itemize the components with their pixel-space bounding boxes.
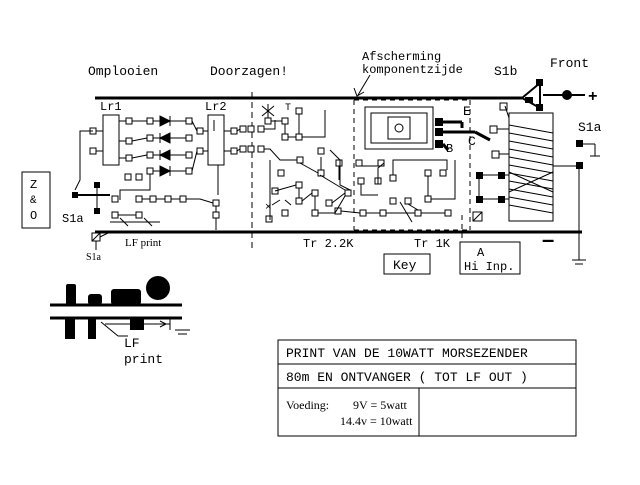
minus-sign: –	[542, 227, 554, 252]
label-a: A	[477, 246, 485, 260]
label-tr-1k: Tr 1K	[414, 237, 451, 251]
hi-inp-box	[459, 241, 521, 275]
label-z: Z	[30, 178, 37, 192]
label-front: Front	[550, 56, 589, 71]
voeding-label: Voeding:	[286, 398, 329, 412]
lf-print-detail	[50, 276, 190, 339]
inductor-lr1	[102, 114, 120, 166]
voeding-9v: 9V = 5watt	[353, 398, 408, 412]
label-hi-inp: Hi Inp.	[464, 260, 514, 274]
label-afscherming: Afscherming	[362, 50, 441, 64]
label-komponentzijde: komponentzijde	[362, 63, 463, 77]
label-print-detail: print	[124, 352, 163, 367]
label-tr-2-2k: Tr 2.2K	[303, 237, 354, 251]
label-s1b: S1b	[494, 64, 517, 79]
z-o-box	[21, 171, 51, 229]
label-collector: C	[468, 134, 476, 149]
key-box	[383, 253, 431, 275]
label-base: B	[446, 142, 453, 156]
title-line-2: 80m EN ONTVANGER ( TOT LF OUT )	[286, 370, 528, 385]
label-emitter: E	[463, 104, 471, 119]
label-omplooien: Omplooien	[88, 64, 158, 79]
mark-t: T	[285, 103, 291, 114]
mark-x: ×	[265, 202, 272, 214]
voeding-14v: 14.4v = 10watt	[340, 414, 413, 428]
plus-sign: +	[588, 88, 598, 106]
label-z-mid: &	[30, 195, 37, 207]
label-z-o: O	[30, 209, 37, 223]
label-s1a-right: S1a	[578, 120, 602, 135]
label-s1a-left: S1a	[62, 212, 84, 226]
output-coil	[508, 112, 554, 222]
label-lr2: Lr2	[205, 100, 227, 114]
label-lf-detail: LF	[124, 336, 140, 351]
afscherming-arrow	[357, 74, 371, 96]
inductor-lr2	[207, 114, 225, 166]
label-lr1: Lr1	[100, 100, 122, 114]
label-key: Key	[393, 258, 417, 273]
label-lf-print: LF print	[125, 237, 161, 249]
title-line-1: PRINT VAN DE 10WATT MORSEZENDER	[286, 346, 528, 361]
front-terminal	[562, 90, 572, 100]
label-doorzagen: Doorzagen!	[210, 64, 288, 79]
label-s1a-bottom: S1a	[86, 252, 102, 263]
